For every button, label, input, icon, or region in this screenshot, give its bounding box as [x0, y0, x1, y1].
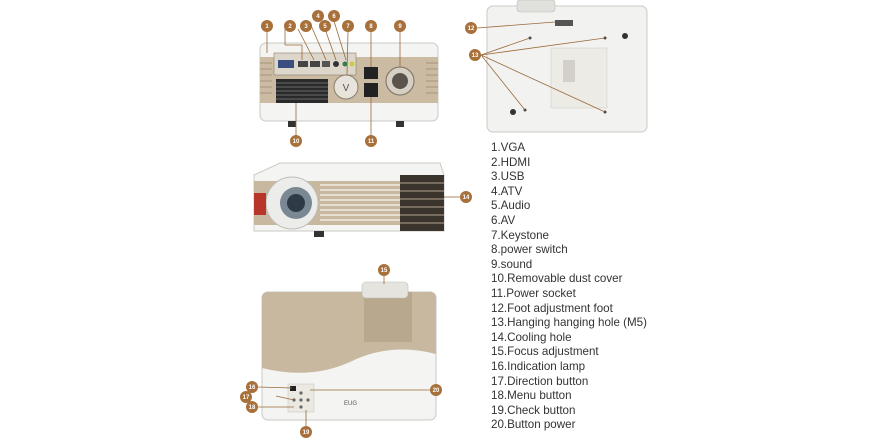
svg-text:2: 2: [288, 24, 292, 30]
callout-7: 7: [342, 20, 354, 32]
brand-label: EUG: [344, 401, 357, 407]
callout-10: 10: [290, 135, 302, 147]
legend-item: 16.Indication lamp: [491, 359, 586, 373]
callout-6: 6: [328, 10, 340, 22]
legend-item: 9.sound: [491, 257, 533, 271]
svg-text:5: 5: [323, 24, 327, 30]
svg-text:8: 8: [369, 24, 373, 30]
callout-3: 3: [300, 20, 312, 32]
callout-5: 5: [319, 20, 331, 32]
top-view-callouts: 15 16 17 18 19 20: [240, 264, 442, 438]
legend-item: 12.Foot adjustment foot: [491, 301, 613, 315]
svg-text:3: 3: [304, 24, 308, 30]
top-view-illustration: EUG: [257, 276, 437, 428]
svg-text:9: 9: [398, 24, 402, 30]
legend-item: 11.Power socket: [491, 286, 576, 300]
callout-16: 16: [246, 381, 258, 393]
callout-9: 9: [394, 20, 406, 32]
legend-item: 2.HDMI: [491, 155, 531, 169]
callout-1: 1: [261, 20, 273, 32]
legend-item: 8.power switch: [491, 243, 568, 257]
svg-text:10: 10: [293, 139, 300, 145]
callout-11: 11: [365, 135, 377, 147]
legend-item: 1.VGA: [491, 141, 526, 154]
legend-item: 10.Removable dust cover: [491, 272, 623, 286]
legend-item: 7.Keystone: [491, 228, 550, 242]
callout-8: 8: [365, 20, 377, 32]
callout-4: 4: [312, 10, 324, 22]
svg-text:16: 16: [249, 385, 256, 391]
front-view-panel: 14: [240, 155, 480, 245]
callout-15: 15: [378, 264, 390, 276]
legend-item: 3.USB: [491, 170, 525, 184]
svg-text:1: 1: [265, 24, 269, 30]
bottom-view-callouts: 12 13: [465, 22, 481, 61]
callout-2: 2: [284, 20, 296, 32]
legend-item: 14.Cooling hole: [491, 330, 572, 344]
parts-legend: 1.VGA 2.HDMI 3.USB 4.ATV 5.Audio 6.AV 7.…: [491, 141, 791, 433]
bottom-view-illustration: [476, 0, 648, 133]
legend-item: 17.Direction button: [491, 374, 589, 388]
legend-item: 6.AV: [491, 213, 516, 227]
callout-17: 17: [240, 391, 252, 403]
svg-text:18: 18: [249, 405, 256, 411]
bottom-view-panel: 12 13: [455, 0, 655, 140]
svg-text:4: 4: [316, 14, 320, 20]
svg-text:6: 6: [332, 14, 336, 20]
callout-18: 18: [246, 401, 258, 413]
callout-19: 19: [300, 426, 312, 438]
legend-item: 19.Check button: [491, 403, 576, 417]
svg-text:V: V: [343, 83, 350, 94]
svg-text:20: 20: [433, 388, 440, 394]
svg-text:7: 7: [346, 24, 350, 30]
legend-item: 15.Focus adjustment: [491, 345, 599, 359]
callout-13: 13: [469, 49, 481, 61]
legend-item: 18.Menu button: [491, 389, 572, 403]
legend-item: 13.Hanging hanging hole (M5): [491, 316, 647, 330]
top-view-panel: EUG 15 16 17 18 19 20: [240, 262, 450, 440]
callout-20: 20: [430, 384, 442, 396]
legend-item: 4.ATV: [491, 184, 523, 198]
legend-item: 20.Button power: [491, 418, 576, 432]
rear-view-callouts: 1 2 3 4 5 6 7 8 9 10 11: [261, 10, 406, 147]
svg-text:19: 19: [303, 430, 310, 436]
svg-text:15: 15: [381, 268, 388, 274]
svg-text:17: 17: [243, 395, 250, 401]
rear-view-illustration: V: [259, 20, 439, 137]
front-view-illustration: [253, 162, 460, 237]
svg-text:11: 11: [368, 139, 375, 145]
front-view-callouts: 14: [460, 191, 472, 203]
legend-item: 5.Audio: [491, 199, 531, 213]
svg-text:14: 14: [463, 195, 470, 201]
svg-text:13: 13: [472, 53, 479, 59]
rear-view-panel: V 1 2 3 4 5 6 7 8 9: [250, 5, 450, 150]
callout-12: 12: [465, 22, 477, 34]
callout-14: 14: [460, 191, 472, 203]
svg-text:12: 12: [468, 26, 475, 32]
